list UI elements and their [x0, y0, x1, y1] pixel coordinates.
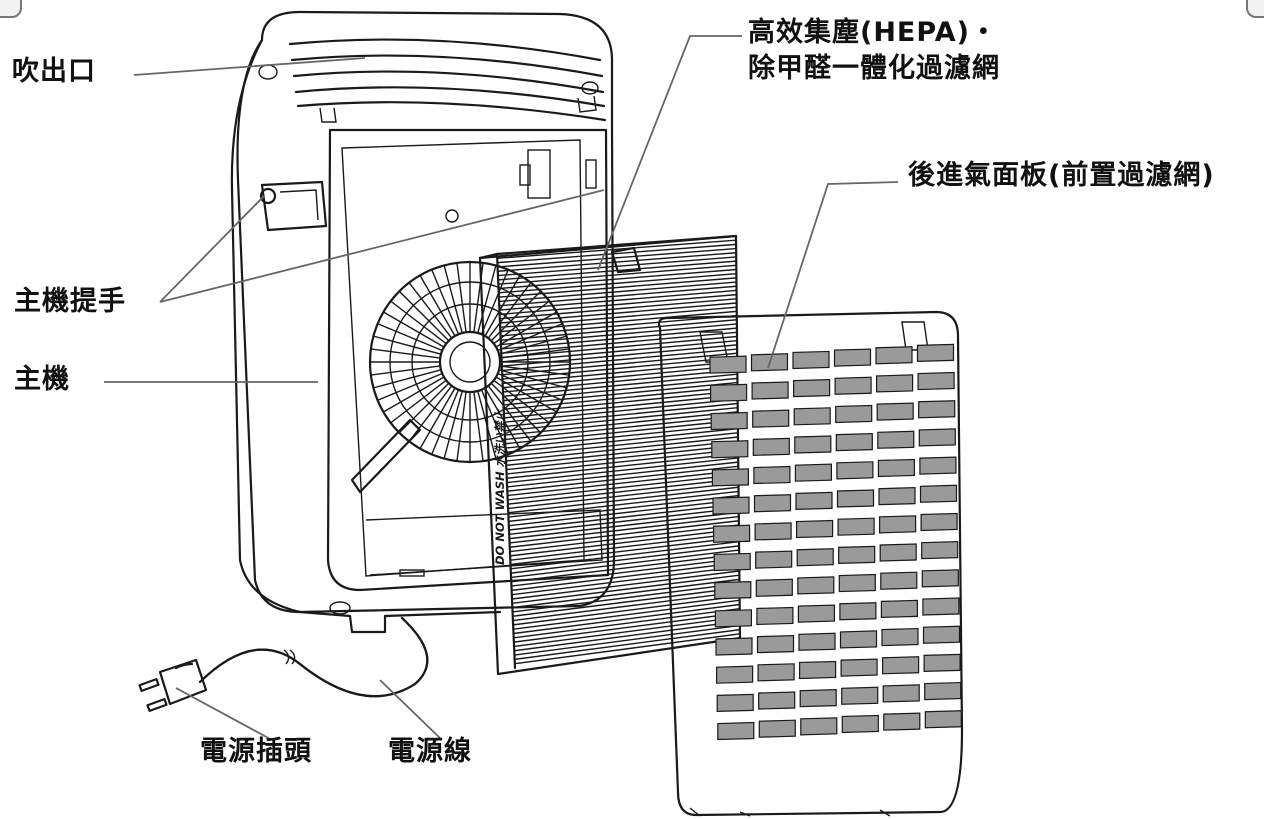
power-cord: [198, 616, 429, 698]
power-plug: [138, 658, 208, 712]
leader-lines: [104, 35, 899, 741]
label-unit-handle: 主機提手: [14, 286, 126, 317]
label-hepa-filter-line2: 除甲醛一體化過濾網: [748, 53, 1000, 84]
label-hepa-filter-line1: 高效集塵(HEPA)・: [748, 17, 998, 48]
corner-tab-right: [1246, 0, 1264, 18]
label-power-plug: 電源插頭: [200, 736, 312, 767]
label-main-unit: 主機: [14, 364, 70, 395]
corner-tab-left: [0, 0, 22, 18]
label-air-outlet: 吹出口: [12, 56, 96, 87]
label-power-cord: 電源線: [388, 736, 472, 767]
hepa-filter: DO NOT WASH 水洗い禁止: [478, 234, 742, 676]
back-intake-panel: [657, 310, 964, 817]
label-back-intake-panel: 後進氣面板(前置過濾網): [908, 160, 1215, 191]
filter-wash-warning: DO NOT WASH 水洗い禁止: [493, 408, 507, 565]
